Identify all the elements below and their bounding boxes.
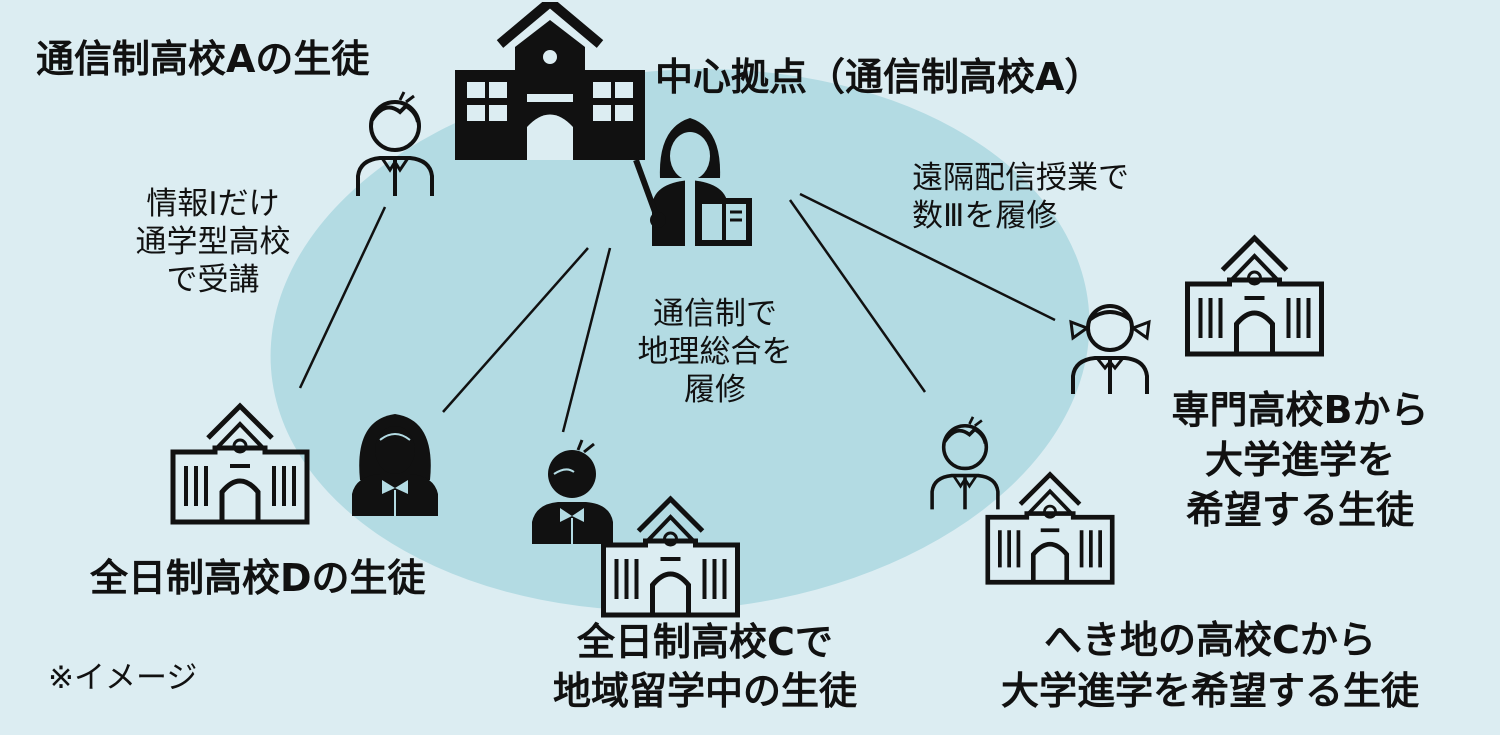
annotation-line: 通信制で — [653, 296, 777, 332]
student-boy-outline-icon — [356, 91, 434, 196]
school-building-outline-icon — [985, 471, 1115, 585]
school-d-label: 全日制高校Dの生徒 — [90, 556, 426, 600]
student-girl-outline-icon — [1069, 304, 1151, 394]
annotation-line: 地理総合を — [637, 333, 793, 370]
label-line: 大学進学を希望する生徒 — [1000, 669, 1419, 714]
image-note: ※イメージ — [48, 660, 198, 696]
line-info1 — [298, 206, 387, 389]
student-boy-solid-icon — [532, 439, 613, 544]
line-school-b — [799, 192, 1056, 322]
school-building-outline-icon — [170, 402, 310, 525]
label-line: 全日制高校Cで — [577, 620, 833, 664]
annotation-correspondence-geo: 通信制で 地理総合を 履修 — [595, 296, 835, 409]
school-building-outline-icon — [1185, 234, 1324, 357]
student-girl-solid-icon — [352, 414, 438, 516]
label-line: 大学進学を — [1204, 438, 1395, 483]
annotation-line: で受講 — [166, 261, 260, 298]
annotation-line: 履修 — [684, 371, 746, 408]
annotation-line: 数Ⅲを履修 — [912, 197, 1058, 234]
label-line: 専門高校Bから — [1171, 388, 1429, 432]
school-c-remote-label: へき地の高校Cから 大学進学を希望する生徒 — [930, 615, 1490, 718]
hub-title: 中心拠点（通信制高校A） — [655, 55, 1103, 99]
annotation-line: 通学型高校 — [135, 223, 291, 260]
student-boy-outline-icon — [930, 416, 1000, 510]
annotation-info1: 情報Ⅰだけ 通学型高校 で受講 — [98, 186, 328, 299]
student-a-label: 通信制高校Aの生徒 — [36, 37, 370, 81]
annotation-line: 遠隔配信授業で — [912, 160, 1129, 196]
line-school-c-fulltime — [561, 247, 612, 433]
school-b-label: 専門高校Bから 大学進学を 希望する生徒 — [1140, 385, 1460, 535]
school-building-outline-icon — [601, 495, 740, 618]
label-line: 希望する生徒 — [1185, 488, 1414, 533]
label-line: 地域留学中の生徒 — [552, 668, 857, 713]
line-school-d — [442, 247, 589, 413]
annotation-line: 情報Ⅰだけ — [146, 186, 280, 222]
annotation-remote-math: 遠隔配信授業で 数Ⅲを履修 — [912, 160, 1129, 236]
school-c-fulltime-label: 全日制高校Cで 地域留学中の生徒 — [495, 618, 915, 715]
teacher-with-pointer-and-book-icon — [633, 118, 752, 246]
label-line: へき地の高校Cから — [1044, 618, 1376, 662]
line-school-c-remote — [788, 199, 927, 393]
school-building-solid-icon — [455, 2, 645, 160]
